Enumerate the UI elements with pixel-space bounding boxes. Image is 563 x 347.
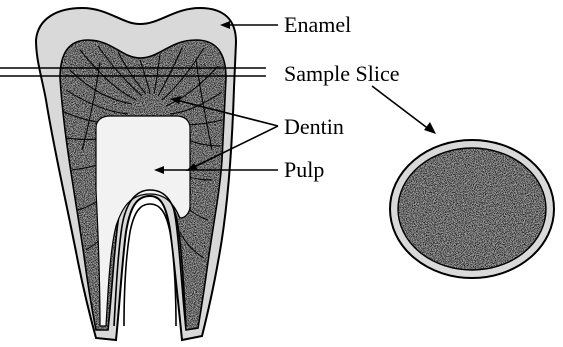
pulp-label: Pulp bbox=[284, 159, 324, 181]
sample-slice-label: Sample Slice bbox=[284, 63, 399, 85]
enamel-label: Enamel bbox=[284, 14, 351, 36]
sample-slice-crosssection bbox=[390, 140, 554, 278]
slice-arrowhead bbox=[424, 122, 436, 134]
dentin-label: Dentin bbox=[284, 116, 344, 138]
slice-leader bbox=[372, 86, 430, 130]
pulp-canal-inner bbox=[124, 204, 176, 326]
